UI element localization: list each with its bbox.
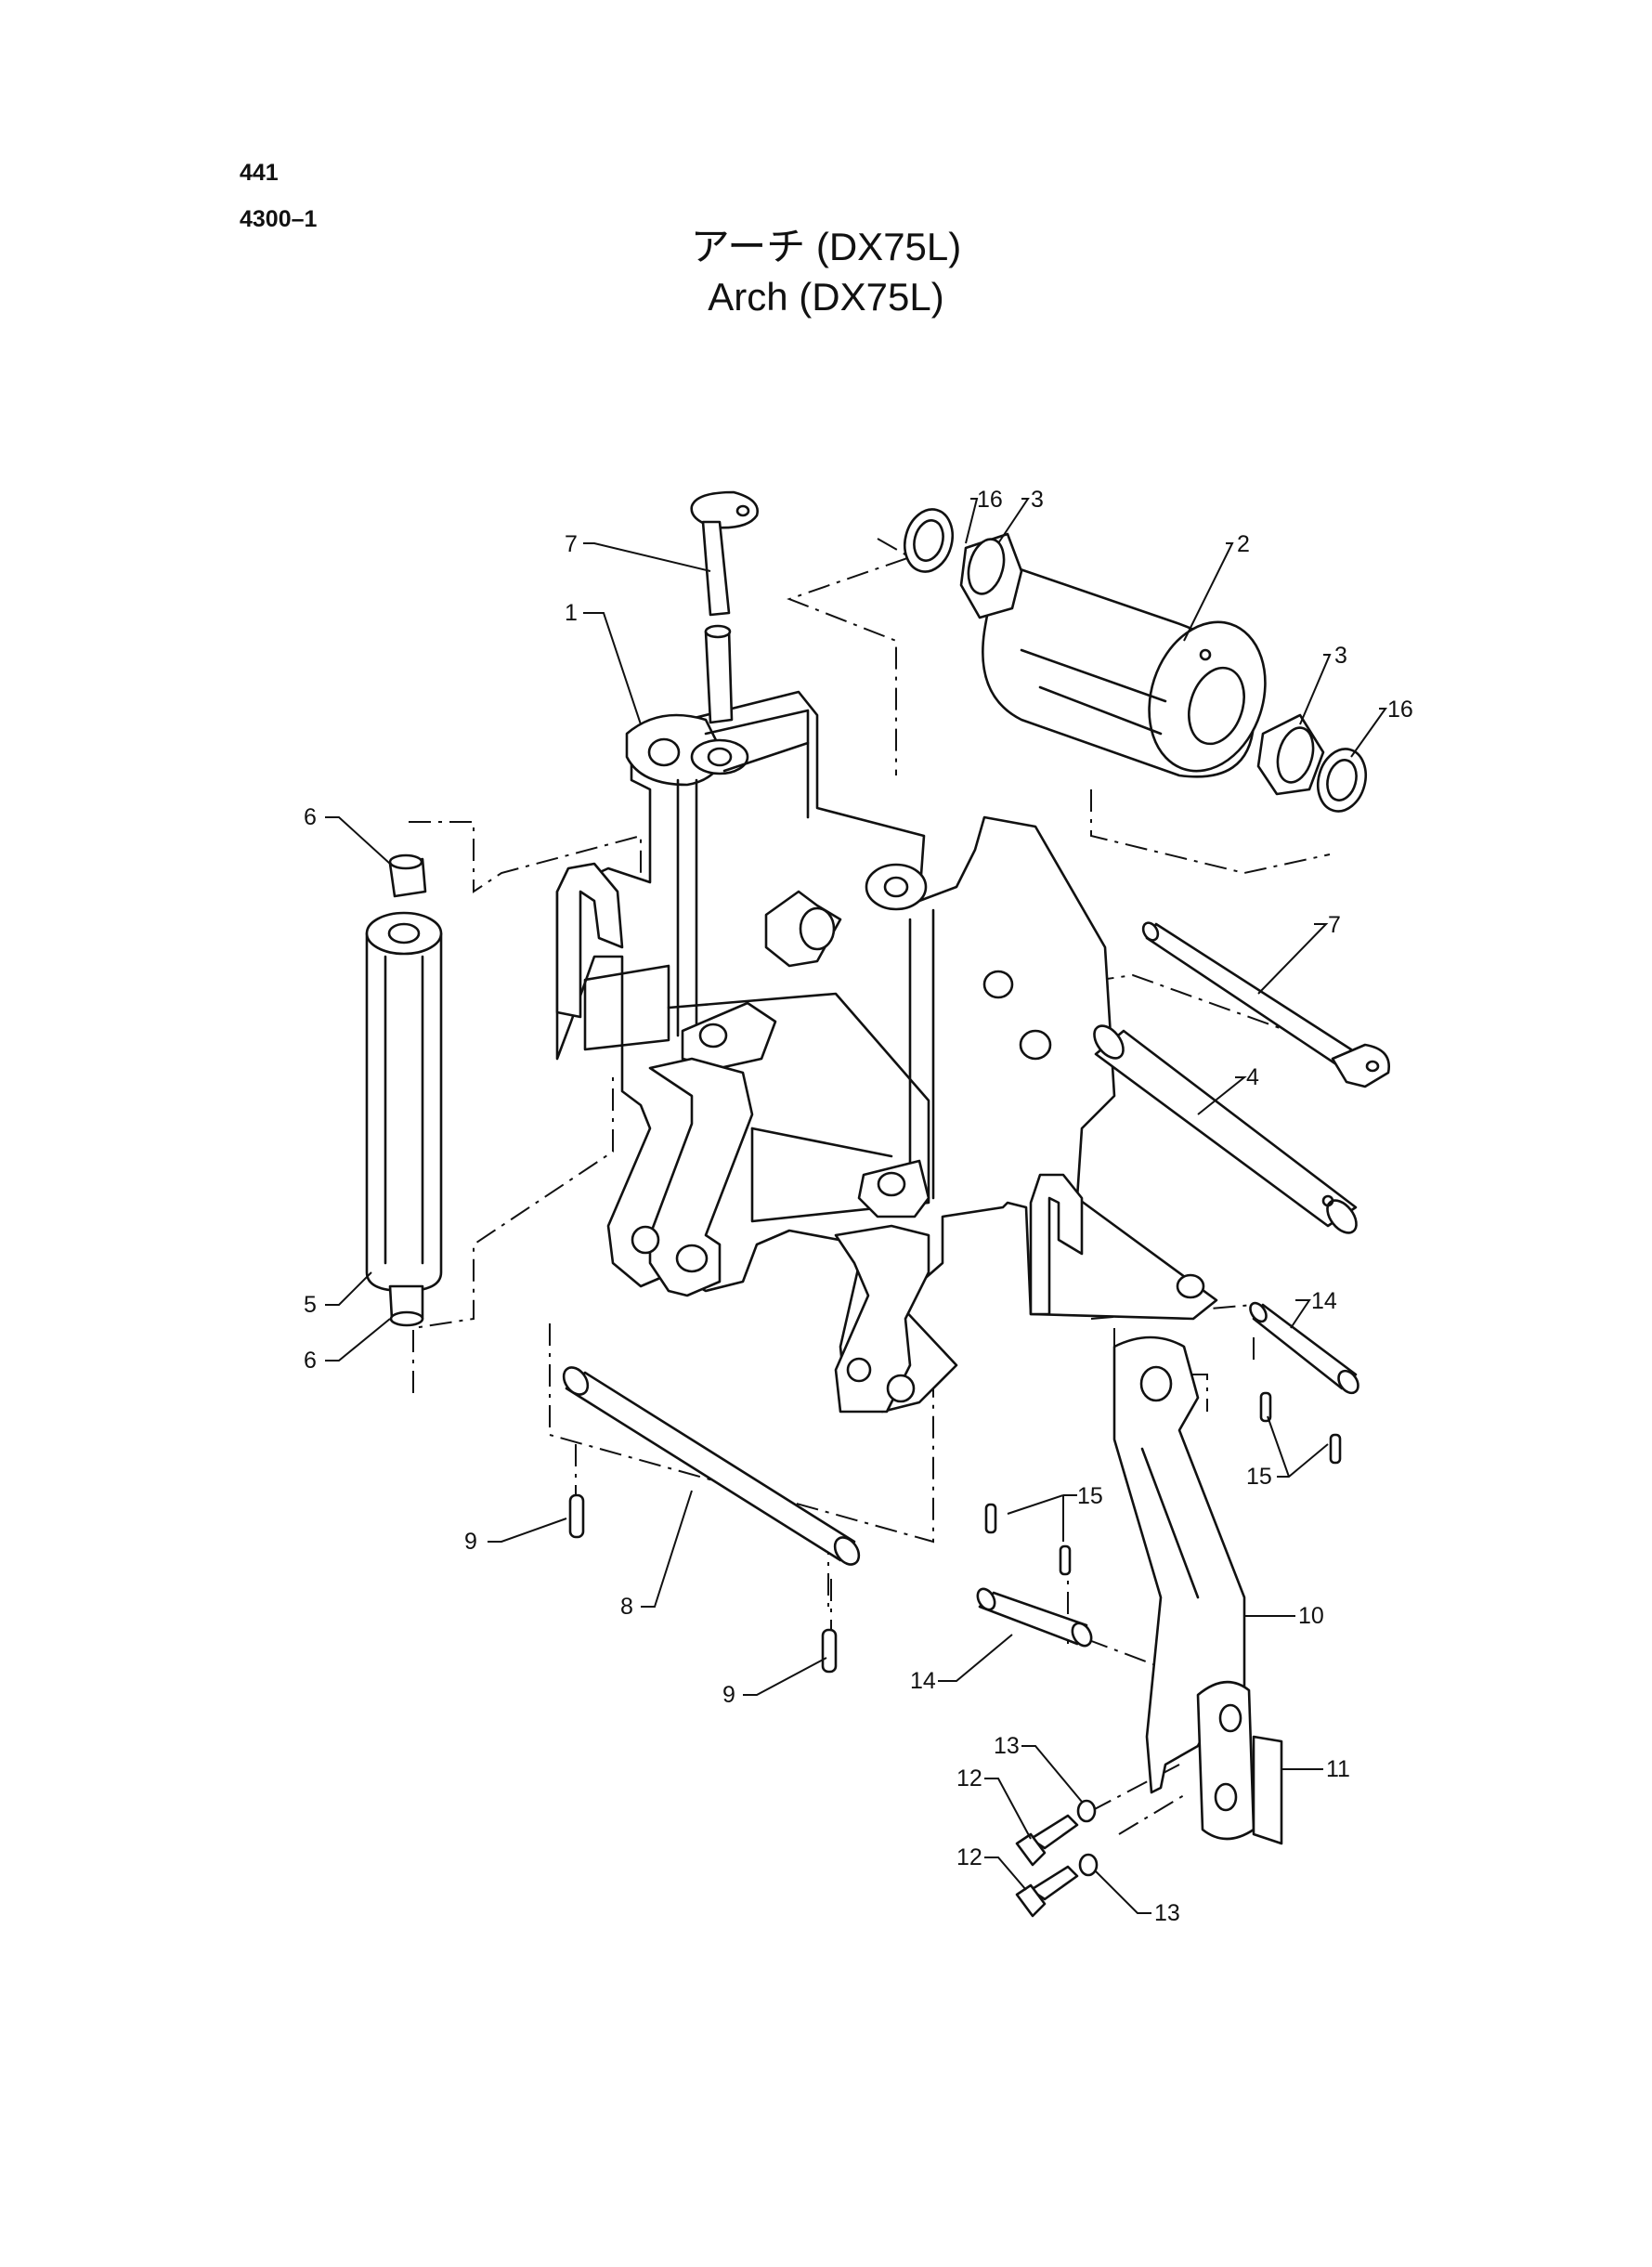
pin-part-14-left	[976, 1587, 1093, 1648]
cap-part-6-bottom	[388, 1284, 424, 1327]
callout-8: 8	[620, 1594, 633, 1620]
callout-7-top: 7	[565, 531, 578, 557]
callout-2: 2	[1237, 531, 1250, 557]
callout-14-right: 14	[1311, 1288, 1337, 1314]
pin-part-15-group-right	[1259, 1391, 1342, 1465]
leader-lines	[325, 498, 1387, 1914]
ring-part-16-bottom	[1316, 748, 1368, 813]
callout-3-top: 3	[1031, 487, 1044, 513]
bushing-part-3-top	[959, 532, 1023, 619]
section-number: 4300–1	[240, 206, 318, 232]
title-english: Arch (DX75L)	[708, 275, 944, 319]
roll-pin-part-9-left	[568, 1493, 585, 1539]
callout-4: 4	[1246, 1064, 1259, 1090]
roll-pin-part-9-right	[821, 1628, 838, 1674]
pin-part-7-top	[690, 490, 759, 724]
pin-part-14-right	[1249, 1301, 1359, 1395]
callout-5: 5	[304, 1292, 317, 1318]
callout-1: 1	[565, 600, 578, 626]
callout-12-bottom: 12	[956, 1844, 982, 1870]
pin-part-4	[1093, 1024, 1358, 1234]
callout-16-bottom: 16	[1387, 697, 1413, 723]
lever-part-10	[1112, 1335, 1246, 1794]
callout-12-top: 12	[956, 1765, 982, 1791]
ring-part-16-top	[903, 508, 955, 573]
drum-part-2	[982, 565, 1267, 778]
callout-15-left: 15	[1077, 1483, 1103, 1509]
callout-10: 10	[1298, 1603, 1324, 1629]
callout-7-right: 7	[1328, 912, 1341, 938]
bolt-part-12-bottom	[1015, 1865, 1079, 1918]
title-japanese: アーチ (DX75L)	[690, 225, 962, 268]
callout-6-bottom: 6	[304, 1348, 317, 1374]
callout-16-top: 16	[977, 487, 1003, 513]
washer-part-13-top	[1076, 1799, 1097, 1823]
callout-9-left: 9	[464, 1529, 477, 1555]
callout-15-right: 15	[1246, 1464, 1272, 1490]
callout-labels: 16 3 2 3 16 7 1 6 5 6 7 4 14 15 15 9 8 9…	[304, 487, 1413, 1926]
cylinder-part-5	[365, 911, 443, 1293]
callout-6-top: 6	[304, 804, 317, 830]
callout-13-bottom: 13	[1154, 1900, 1180, 1926]
callout-11: 11	[1326, 1756, 1350, 1782]
callout-14-left: 14	[910, 1668, 936, 1694]
cap-part-6-top	[388, 853, 427, 898]
arch-frame-part-1	[555, 690, 1218, 1414]
bolt-part-12-top	[1015, 1814, 1079, 1867]
pin-part-8	[562, 1366, 861, 1566]
bushing-part-3-bottom	[1256, 713, 1325, 796]
callout-13-top: 13	[994, 1733, 1020, 1759]
callout-9-right: 9	[722, 1682, 735, 1708]
callout-3-bottom: 3	[1334, 643, 1347, 669]
washer-part-13-bottom	[1078, 1853, 1099, 1877]
pin-part-7-right	[1141, 921, 1390, 1088]
bracket-part-11	[1196, 1680, 1283, 1845]
pin-part-15-group-left	[984, 1503, 1072, 1576]
page-number: 441	[240, 160, 279, 186]
